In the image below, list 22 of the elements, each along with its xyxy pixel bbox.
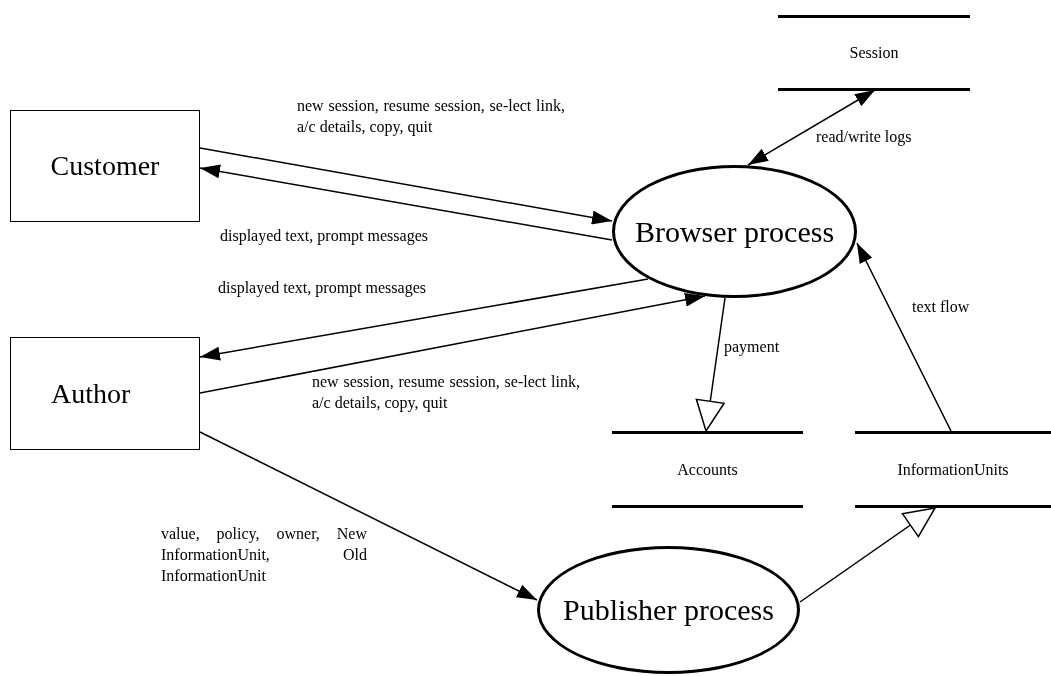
arrow <box>199 164 613 241</box>
node-label: Accounts <box>677 460 738 479</box>
node-label: Browser process <box>634 214 835 249</box>
node-label: InformationUnits <box>897 460 1009 479</box>
node-label: Customer <box>50 150 160 182</box>
arrow <box>199 278 649 361</box>
data-store <box>778 15 970 91</box>
edge-label: new session, resume session, se-lect link, a/c details, copy, quit <box>312 372 580 414</box>
data-store <box>612 431 803 508</box>
node-label: Author <box>51 377 131 410</box>
node-label: Publisher process <box>563 593 774 627</box>
arrow <box>199 147 613 225</box>
entity-box <box>10 337 200 450</box>
arrow <box>695 297 726 432</box>
arrow <box>199 431 538 601</box>
entity-box <box>10 110 200 222</box>
arrow <box>856 242 952 432</box>
data-store <box>855 431 1051 508</box>
arrow <box>747 89 876 166</box>
edge-label: new session, resume session, se-lect link, a/c details, copy, quit <box>297 96 565 138</box>
arrow <box>799 507 936 603</box>
node-label: Session <box>849 44 899 62</box>
